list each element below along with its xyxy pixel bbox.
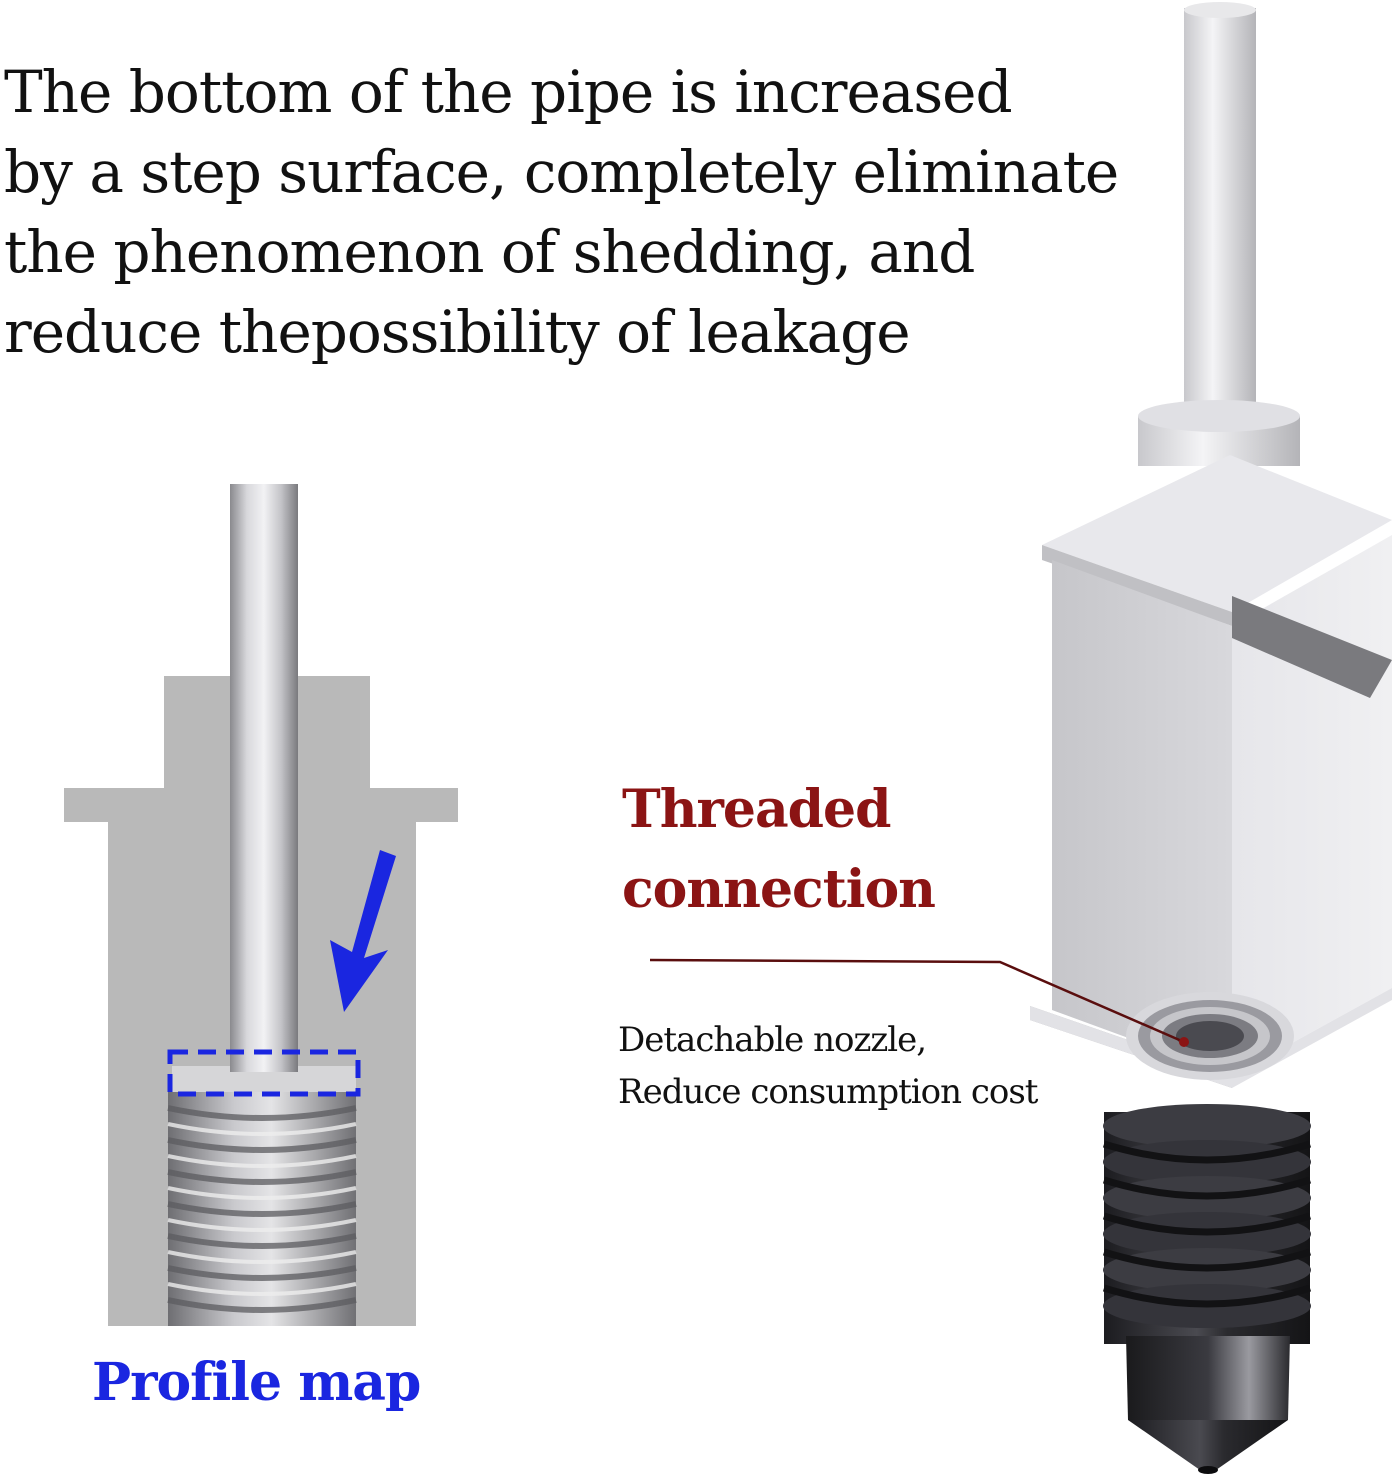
thread-highlights	[167, 1122, 357, 1296]
nozzle-hex	[1126, 1336, 1290, 1420]
threaded-label-line: Threaded	[622, 779, 891, 840]
product-render	[1030, 2, 1392, 1474]
nozzle-label-line: Reduce consumption cost	[618, 1072, 1038, 1112]
block-bottom-face	[1030, 988, 1392, 1088]
headline-line: by a step surface, completely eliminate	[4, 138, 1119, 206]
nozzle-tip	[1128, 1420, 1288, 1470]
threaded-hole-core	[1176, 1021, 1244, 1051]
headline-line: reduce thepossibility of leakage	[4, 298, 911, 366]
step-highlight-box	[167, 1049, 361, 1097]
block-front	[1052, 560, 1232, 1076]
nozzle-tip-end	[1198, 1466, 1218, 1474]
block-cap-top	[1042, 455, 1392, 612]
leader-dot	[1179, 1037, 1189, 1047]
headline: The bottom of the pipe is increased by a…	[4, 52, 1184, 372]
detachable-nozzle-label: Detachable nozzle, Reduce consumption co…	[618, 1014, 1038, 1118]
leader-line	[649, 958, 1185, 1044]
rod	[1184, 8, 1256, 416]
throat-tube	[230, 484, 298, 1072]
arrow-down-left-icon	[330, 850, 396, 1012]
block-cap-front	[1042, 545, 1232, 626]
profile-map-caption: Profile map	[92, 1352, 421, 1413]
collar-top	[1138, 400, 1300, 432]
nozzle-label-line: Detachable nozzle,	[618, 1020, 927, 1060]
threaded-label-line: connection	[622, 859, 936, 920]
headline-line: the phenomenon of shedding, and	[4, 218, 975, 286]
groove	[1232, 596, 1392, 698]
threaded-connection-label: Threaded connection	[622, 770, 936, 930]
rod-top	[1184, 2, 1256, 18]
thread-ridges	[167, 1105, 357, 1313]
nozzle-thread-grooves	[1102, 1140, 1312, 1308]
headline-line: The bottom of the pipe is increased	[4, 58, 1013, 126]
profile-diagram	[64, 484, 458, 1326]
